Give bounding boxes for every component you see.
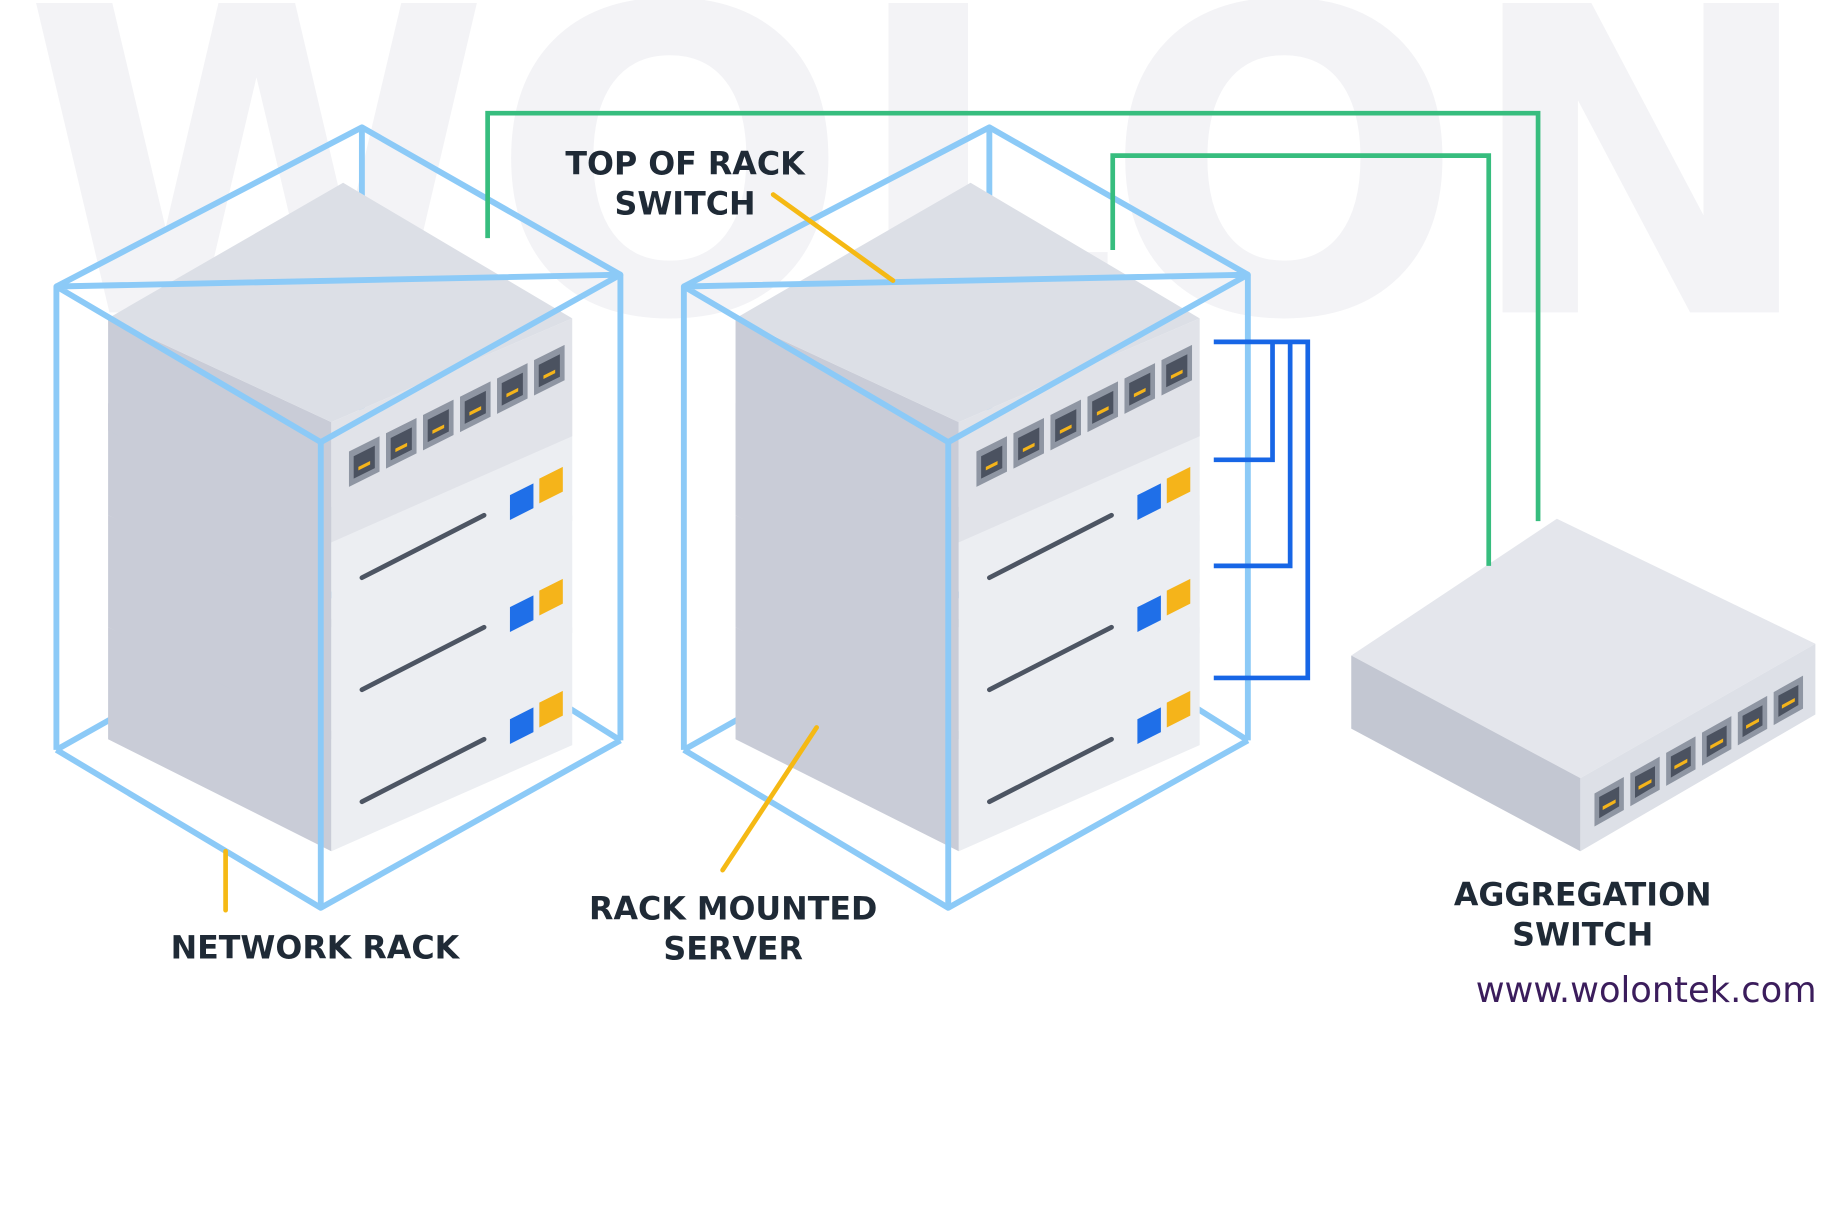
switch-top-face [108, 182, 573, 423]
ethernet-port-icon [976, 436, 1007, 487]
ethernet-port-icon [1013, 417, 1044, 469]
ethernet-port-icon [1666, 736, 1696, 786]
drive-slot [986, 512, 1114, 581]
rack-server [108, 627, 573, 852]
ethernet-port-icon [1161, 344, 1193, 396]
ethernet-port-icon [422, 399, 454, 451]
drive-slot [986, 624, 1114, 693]
ethernet-port-icon [1050, 399, 1081, 451]
status-led-blue-icon [509, 595, 534, 632]
status-led-yellow-icon [539, 578, 563, 616]
drive-slot [986, 736, 1114, 805]
status-led-blue-icon [509, 707, 534, 744]
ethernet-port-icon [1773, 675, 1804, 726]
uplink-cable-left-rack [485, 110, 1541, 522]
top-of-rack-switch [735, 182, 1200, 543]
ethernet-port-icon [1701, 716, 1732, 766]
status-led-blue-icon [509, 483, 534, 520]
drive-slot [359, 624, 487, 693]
rack-server [735, 515, 1200, 740]
label-aggregation-line1: AGGREGATION [1454, 877, 1712, 913]
label-top-of-rack-line2: SWITCH [614, 187, 755, 223]
label-network-rack: NETWORK RACK [171, 930, 461, 966]
status-led-yellow-icon [1166, 578, 1191, 616]
top-of-rack-switch [108, 182, 573, 543]
rack-server [108, 515, 573, 740]
label-aggregation-line2: SWITCH [1512, 918, 1653, 954]
status-led-yellow-icon [1166, 466, 1191, 504]
label-top-of-rack-line1: TOP OF RACK [565, 146, 806, 182]
rack-server [735, 627, 1200, 852]
network-rack-diagram: WOLON [24, 0, 1818, 1011]
ethernet-port-icon [1087, 381, 1119, 433]
status-led-yellow-icon [1166, 690, 1191, 728]
network-rack-middle [680, 124, 1251, 911]
ethernet-port-icon [1124, 363, 1156, 414]
callout-lines [223, 192, 896, 913]
uplink-cable-middle-rack [1110, 153, 1492, 566]
ethernet-port-icon [385, 417, 417, 469]
server-cables [1213, 339, 1311, 681]
network-rack-left [53, 124, 624, 911]
ethernet-port-icon [460, 381, 491, 433]
ethernet-port-icon [1594, 776, 1624, 827]
label-rack-mounted-line1: RACK MOUNTED [589, 892, 877, 928]
drive-slot [359, 736, 487, 805]
label-rack-mounted-line2: SERVER [663, 932, 803, 968]
uplink-cables [485, 110, 1541, 566]
ethernet-port-icon [534, 344, 565, 396]
ethernet-port-icon [497, 363, 528, 414]
drive-slot [359, 512, 487, 581]
callout-top-of-rack [770, 192, 896, 283]
callout-rack-mounted-server [720, 725, 819, 873]
switch-top-face [735, 182, 1200, 423]
status-led-yellow-icon [539, 690, 563, 728]
status-led-blue-icon [1137, 595, 1161, 632]
status-led-blue-icon [1137, 483, 1161, 520]
status-led-blue-icon [1137, 707, 1161, 744]
ethernet-port-icon [348, 436, 380, 487]
ethernet-port-icon [1737, 695, 1768, 746]
aggregation-switch [1351, 518, 1816, 852]
website-url: www.wolontek.com [1476, 970, 1817, 1011]
status-led-yellow-icon [539, 466, 563, 504]
